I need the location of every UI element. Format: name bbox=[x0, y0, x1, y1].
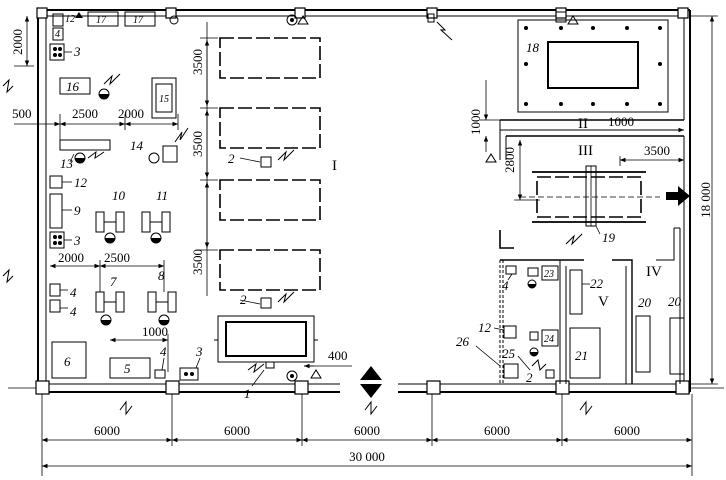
label-13: 13 bbox=[60, 156, 74, 171]
bay-dim-4: 6000 bbox=[484, 423, 510, 438]
gate-arrow-icon bbox=[360, 366, 382, 398]
bay-dim-5: 6000 bbox=[614, 423, 640, 438]
machine-10: 10 bbox=[95, 188, 126, 244]
label-6: 6 bbox=[64, 354, 71, 369]
right-equipment: 18 1000 1000 II III 2800 3500 bbox=[468, 15, 718, 385]
dim-2000b: 2000 bbox=[118, 106, 144, 121]
break-marks bbox=[2, 78, 593, 416]
dim-1000-vertical: 1000 bbox=[468, 109, 483, 135]
dim-2500-lower: 2500 bbox=[104, 250, 130, 265]
dim-500: 500 bbox=[12, 106, 32, 121]
lower-left: 2000 2500 4 4 6 1000 5 4 3 bbox=[49, 250, 203, 381]
label-20b: 20 bbox=[668, 294, 682, 309]
label-19: 19 bbox=[602, 230, 616, 245]
label-22: 22 bbox=[590, 276, 604, 291]
label-2-lower: 2 bbox=[240, 292, 247, 307]
label-12-top: 12 bbox=[65, 14, 75, 25]
bay-dimensions: 6000 6000 6000 6000 6000 30 000 bbox=[41, 394, 693, 476]
label-10: 10 bbox=[112, 188, 126, 203]
machine-8: 8 bbox=[147, 268, 177, 326]
dim-1000-lower: 1000 bbox=[142, 324, 168, 339]
dim-2800: 2800 bbox=[502, 147, 517, 173]
bay-dim-1: 6000 bbox=[94, 423, 120, 438]
room-II: II bbox=[578, 116, 588, 132]
dim-3500-b: 3500 bbox=[190, 131, 205, 157]
room-I: I bbox=[332, 158, 337, 174]
label-14: 14 bbox=[130, 138, 144, 153]
label-1: 1 bbox=[244, 386, 251, 401]
left-wall-equipment: 12 9 3 bbox=[49, 175, 88, 249]
label-16: 16 bbox=[66, 79, 80, 94]
dim-1000-horizontal: 1000 bbox=[608, 114, 634, 129]
central-equipment: 2 I 2 1 400 bbox=[214, 149, 352, 401]
label-4-c: 4 bbox=[70, 304, 77, 319]
machine-11: 11 bbox=[141, 188, 171, 244]
label-5: 5 bbox=[124, 361, 131, 376]
label-2-right: 2 bbox=[526, 370, 533, 385]
label-3-top: 3 bbox=[73, 44, 81, 59]
left-dimensions: 2000 500 2500 2000 bbox=[10, 16, 179, 146]
tables-dashed bbox=[219, 37, 321, 291]
dim-2500-left: 2500 bbox=[72, 106, 98, 121]
label-12-mid: 12 bbox=[74, 175, 88, 190]
dim-3500-column: 3500 3500 3500 bbox=[190, 22, 218, 296]
dim-2000-left: 2000 bbox=[10, 29, 25, 55]
label-17a: 17 bbox=[96, 15, 107, 26]
label-3-mid: 3 bbox=[73, 233, 81, 248]
label-4-top: 4 bbox=[55, 29, 60, 40]
machines: 10 11 7 8 bbox=[95, 188, 177, 326]
room-III: III bbox=[578, 143, 593, 159]
label-3-low: 3 bbox=[195, 344, 203, 359]
label-15: 15 bbox=[159, 94, 169, 105]
label-18: 18 bbox=[526, 40, 540, 55]
bay-dim-2: 6000 bbox=[224, 423, 250, 438]
bay-dim-3: 6000 bbox=[354, 423, 380, 438]
total-dim: 30 000 bbox=[349, 449, 385, 464]
label-12-right: 12 bbox=[478, 320, 492, 335]
label-11: 11 bbox=[156, 188, 168, 203]
label-9: 9 bbox=[74, 203, 81, 218]
middle-left-equipment: 16 15 13 14 bbox=[59, 73, 189, 171]
dim-3500-c: 3500 bbox=[190, 249, 205, 275]
top-left-equipment: 12 17 17 4 3 bbox=[49, 11, 579, 61]
label-25: 25 bbox=[502, 346, 516, 361]
label-21: 21 bbox=[575, 348, 588, 363]
room-IV: IV bbox=[646, 264, 662, 280]
dim-3500-right: 3500 bbox=[644, 143, 670, 158]
lower-right-rooms: IV 20 20 V 22 21 4 23 12 26 24 25 bbox=[456, 227, 685, 385]
dim-3500-a: 3500 bbox=[190, 49, 205, 75]
dim-18000: 18 000 bbox=[698, 182, 713, 218]
label-17b: 17 bbox=[133, 15, 144, 26]
label-20a: 20 bbox=[638, 295, 652, 310]
building-columns bbox=[35, 7, 690, 395]
label-24: 24 bbox=[544, 334, 554, 345]
dim-2000-lower: 2000 bbox=[58, 250, 84, 265]
label-23: 23 bbox=[544, 269, 554, 280]
label-4-b: 4 bbox=[70, 285, 77, 300]
label-2-center: 2 bbox=[228, 151, 235, 166]
label-7: 7 bbox=[110, 274, 117, 289]
dim-400: 400 bbox=[328, 348, 348, 363]
label-4-d: 4 bbox=[160, 344, 167, 359]
building-walls bbox=[8, 9, 724, 393]
label-26: 26 bbox=[456, 334, 470, 349]
label-8: 8 bbox=[158, 268, 165, 283]
room-V: V bbox=[598, 294, 609, 310]
label-4-right: 4 bbox=[502, 278, 509, 293]
